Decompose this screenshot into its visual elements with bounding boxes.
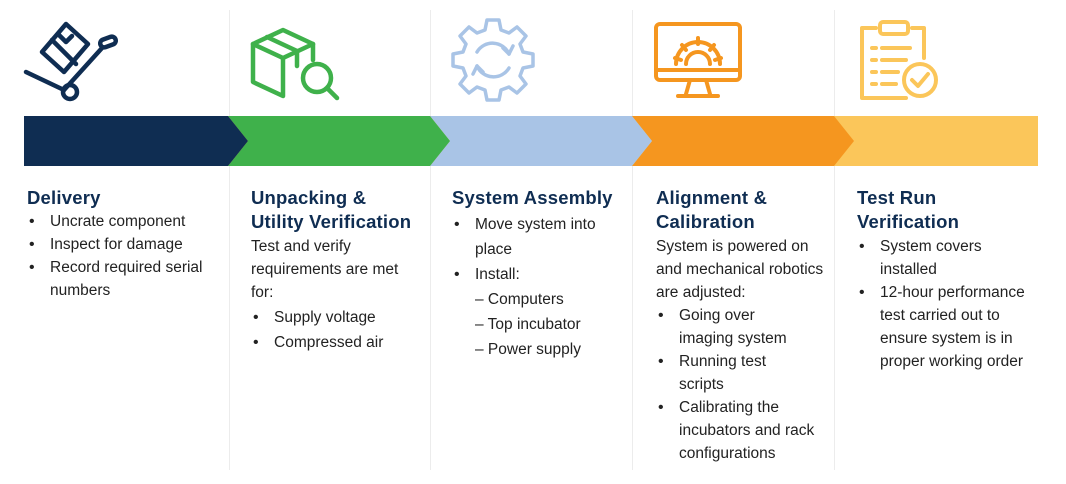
list-item: Supply voltage [251, 306, 421, 329]
list-item: Compressed air [251, 331, 421, 354]
column-divider [229, 10, 230, 470]
step-body-assembly: Move system into place Install: – Comput… [452, 212, 627, 362]
arrow-assembly [430, 116, 652, 166]
step-body-unpacking: Test and verify requirements are met for… [251, 235, 421, 354]
list-item: Running test scripts [656, 350, 799, 396]
step-title-delivery: Delivery [27, 187, 101, 208]
step-intro: System is powered on and mechanical robo… [656, 238, 824, 301]
step-body-alignment: System is powered on and mechanical robo… [656, 235, 831, 465]
column-divider [834, 10, 835, 470]
list-item: Move system into place [452, 212, 615, 262]
step-body-delivery: Uncrate component Inspect for damage Rec… [27, 210, 227, 302]
list-item: System covers installed [857, 235, 1000, 281]
clipboard-check-icon [860, 20, 938, 100]
sub-list-item: – Computers [475, 291, 564, 308]
step-body-test-run: System covers installed 12-hour performa… [857, 235, 1037, 373]
sub-list-item: – Top incubator [475, 316, 581, 333]
arrow-delivery-segment [24, 116, 248, 166]
step-title-unpacking: Unpacking & Utility Verification [251, 187, 412, 232]
list-item: Install: [452, 262, 627, 287]
monitor-gear-icon [654, 22, 742, 98]
hand-truck-package-icon [23, 21, 119, 102]
arrow-alignment [632, 116, 854, 166]
column-divider [430, 10, 431, 470]
list-item: Calibrating the incubators and rack conf… [656, 396, 829, 465]
process-arrow-band [24, 116, 1038, 166]
arrow-test-run [834, 116, 1038, 166]
sub-list-item: – Power supply [475, 341, 581, 358]
column-divider [632, 10, 633, 470]
list-item: Inspect for damage [27, 233, 227, 256]
list-item: Uncrate component [27, 210, 227, 233]
list-item: Going over imaging system [656, 304, 807, 350]
list-item: Record required serial numbers [27, 256, 227, 302]
box-magnifier-icon [250, 27, 340, 101]
gear-arrows-icon [451, 18, 535, 102]
step-title-assembly: System Assembly [452, 187, 613, 208]
list-item: 12-hour performance test carried out to … [857, 281, 1030, 373]
step-title-alignment: Alignment & Calibration [656, 187, 768, 232]
step-intro: Test and verify requirements are met for… [251, 238, 399, 301]
arrow-unpacking [228, 116, 450, 166]
step-title-test-run: Test Run Verification [857, 187, 960, 232]
